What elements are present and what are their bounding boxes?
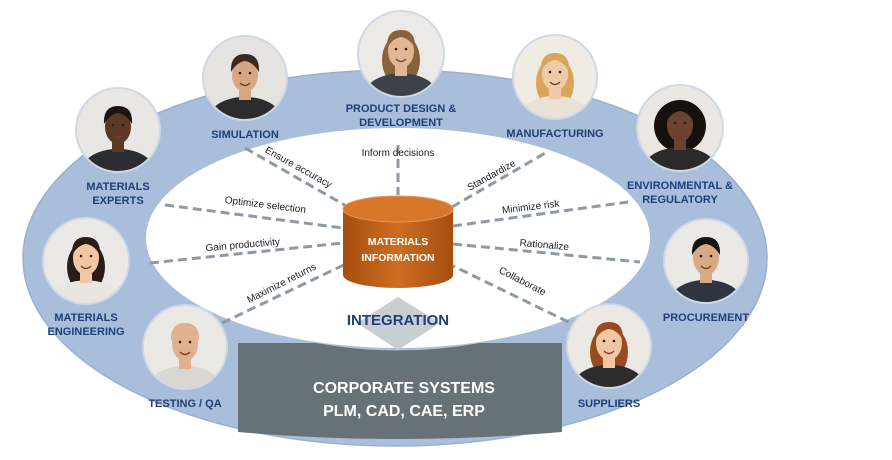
spoke-rationalize — [452, 242, 641, 264]
role-product-design: PRODUCT DESIGN & DEVELOPMENT — [346, 10, 457, 129]
person-photo-icon — [76, 88, 160, 172]
materials-information-cylinder: MATERIALS INFORMATION — [342, 195, 454, 288]
spoke-minimize — [452, 200, 629, 228]
role-testing-qa: TESTING / QA — [142, 304, 228, 410]
role-label-environmental-1: ENVIRONMENTAL & — [627, 180, 733, 192]
role-label-manufacturing-1: MANUFACTURING — [506, 128, 603, 140]
decision-rationalize: Rationalize — [519, 238, 570, 253]
role-label-procurement-1: PROCUREMENT — [663, 312, 749, 324]
center-label-line1: MATERIALS — [368, 236, 428, 248]
spoke-standardize — [451, 150, 548, 209]
integration-connector — [357, 297, 440, 350]
person-photo-icon — [203, 36, 287, 120]
role-materials-experts: MATERIALS EXPERTS — [75, 87, 161, 207]
role-label-materials-experts-2: EXPERTS — [92, 195, 143, 207]
integration-label: INTEGRATION — [347, 312, 449, 329]
role-suppliers: SUPPLIERS — [566, 303, 652, 410]
spoke-optimize — [164, 203, 344, 230]
role-environmental: ENVIRONMENTAL & REGULATORY — [627, 84, 733, 206]
role-manufacturing: MANUFACTURING — [506, 34, 604, 140]
person-photo-icon — [567, 304, 651, 388]
person-photo-icon — [43, 218, 129, 304]
role-simulation: SIMULATION — [202, 35, 288, 141]
decision-spokes — [149, 145, 641, 333]
person-photo-icon — [664, 219, 748, 303]
person-photo-icon — [143, 305, 227, 389]
role-label-materials-engineering-2: ENGINEERING — [47, 326, 124, 338]
corporate-label-line1: CORPORATE SYSTEMS — [313, 380, 495, 397]
role-label-suppliers-1: SUPPLIERS — [578, 398, 640, 410]
role-label-environmental-2: REGULATORY — [642, 194, 718, 206]
person-photo-icon — [358, 11, 444, 97]
corporate-label-line2: PLM, CAD, CAE, ERP — [323, 403, 485, 420]
role-label-testing-qa-1: TESTING / QA — [148, 398, 221, 410]
corporate-systems-block — [238, 343, 562, 439]
role-label-simulation-1: SIMULATION — [211, 129, 279, 141]
center-label-line2: INFORMATION — [361, 252, 434, 264]
spoke-collaborate — [446, 261, 588, 333]
decision-inform: Inform decisions — [362, 148, 435, 159]
spoke-ensure — [244, 146, 349, 209]
role-nodes: PRODUCT DESIGN & DEVELOPMENT SIMULATION MAN… — [42, 10, 749, 410]
spoke-gain — [149, 241, 344, 265]
role-label-materials-experts-1: MATERIALS — [86, 181, 149, 193]
role-label-product-design-2: DEVELOPMENT — [359, 117, 443, 129]
role-procurement: PROCUREMENT — [663, 218, 749, 324]
person-photo-icon — [513, 35, 597, 119]
role-materials-engineering: MATERIALS ENGINEERING — [42, 217, 130, 338]
spoke-maximize — [221, 260, 351, 325]
role-label-materials-engineering-1: MATERIALS — [54, 312, 117, 324]
role-label-product-design-1: PRODUCT DESIGN & — [346, 103, 457, 115]
person-photo-icon — [637, 85, 723, 171]
